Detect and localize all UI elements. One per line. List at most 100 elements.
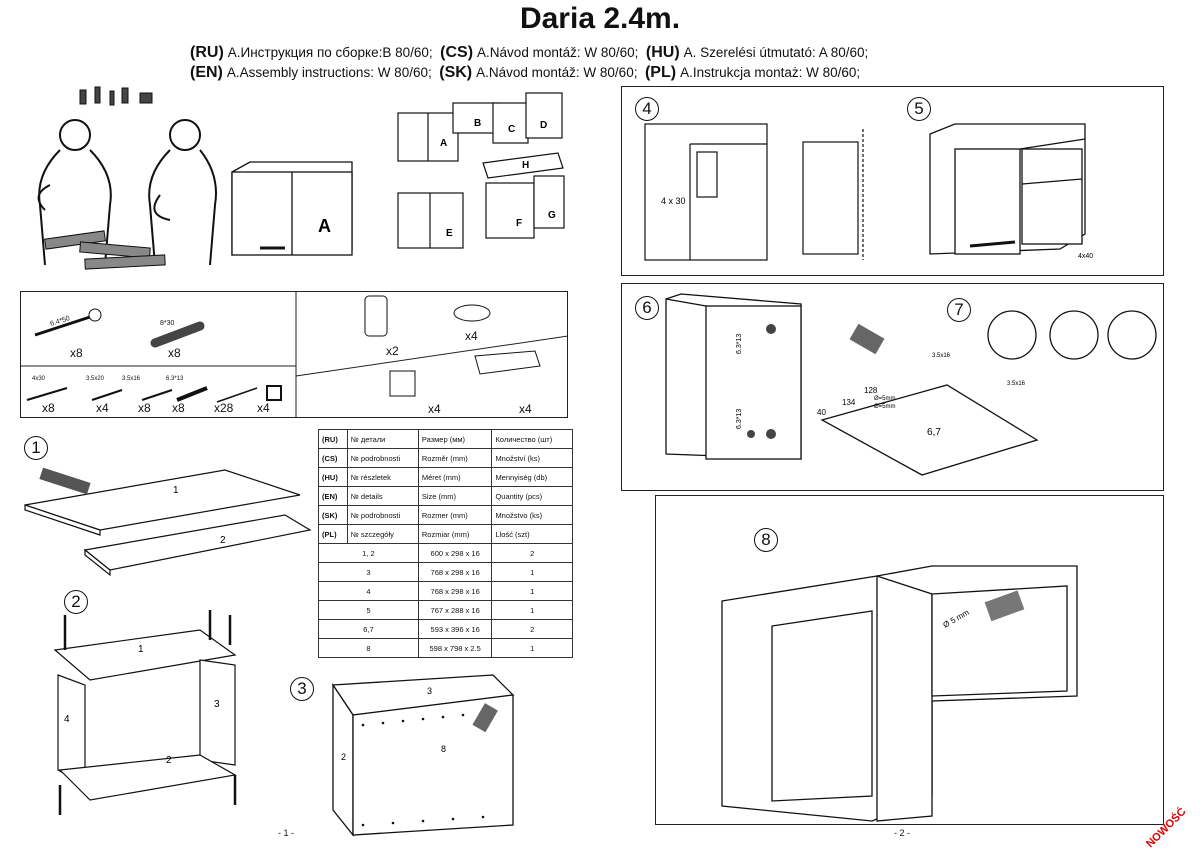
parts-table-header-cell: Méret (mm) bbox=[417, 467, 493, 487]
parts-table-cell: 3 bbox=[318, 562, 419, 582]
parts-table-cell: 8 bbox=[318, 638, 419, 658]
overview-label-d: D bbox=[540, 120, 547, 131]
hardware-qty: x8 bbox=[42, 401, 55, 415]
lang-text-sk: A.Návod montáž: W 80/60; bbox=[476, 65, 638, 80]
kitchen-set-overview: A B C D H E F G bbox=[397, 92, 565, 249]
parts-table-header-cell: Rozměr (mm) bbox=[417, 448, 493, 468]
step-3-illustration: 3 2 8 bbox=[331, 674, 515, 837]
overview-label-b: B bbox=[474, 118, 481, 129]
step-6-bottom-label: 6.3*13 bbox=[736, 409, 743, 429]
parts-table-cell: 6,7 bbox=[318, 619, 419, 639]
hardware-qty: x8 bbox=[168, 346, 181, 360]
step-4-5-box bbox=[621, 86, 1164, 276]
parts-table-header-cell: Rozmer (mm) bbox=[417, 505, 493, 525]
step-4-illustration: 4 x 30 bbox=[644, 123, 864, 261]
parts-table-header-cell: № podrobnosti bbox=[346, 448, 419, 468]
step-7-drill-1: Ø=5mm bbox=[874, 396, 896, 402]
step-8-box bbox=[655, 495, 1164, 825]
hardware-spec-label: 8*30 bbox=[160, 320, 175, 327]
overview-label-h: H bbox=[522, 160, 529, 171]
hardware-qty: x4 bbox=[465, 329, 478, 343]
hardware-qty: x2 bbox=[386, 344, 399, 358]
step-5-number: 5 bbox=[907, 97, 931, 121]
step-5-screw-label: 4x40 bbox=[1078, 253, 1093, 260]
parts-table-header-cell: № szczegóły bbox=[346, 524, 419, 544]
parts-table-header-cell: Количество (шт) bbox=[491, 429, 573, 449]
language-line-1: (RU)A.Инструкция по сборке:B 80/60; (CS)… bbox=[190, 44, 868, 62]
step-7-number: 7 bbox=[947, 298, 971, 322]
step-6-number: 6 bbox=[635, 296, 659, 320]
step-7-illustration: 134 128 40 Ø=5mm Ø=5mm 6,7 3.5x16 3.5x16 bbox=[817, 310, 1157, 476]
parts-table-cell: 1 bbox=[491, 600, 573, 620]
hardware-qty: x4 bbox=[257, 401, 270, 415]
parts-table-header-cell: (CS) bbox=[318, 448, 348, 468]
screw-icon bbox=[34, 308, 102, 337]
small-screws-row-icons bbox=[26, 385, 282, 403]
overview-label-c: C bbox=[508, 124, 515, 135]
parts-table-cell: 768 x 298 x 16 bbox=[417, 562, 493, 582]
parts-table-cell: 600 x 298 x 16 bbox=[417, 543, 493, 563]
parts-table-header-cell: № details bbox=[346, 486, 419, 506]
hardware-qty: x8 bbox=[172, 401, 185, 415]
step-2-panel-2: 2 bbox=[166, 755, 172, 766]
lang-code-cs: (CS) bbox=[440, 44, 474, 61]
parts-table-cell: 2 bbox=[491, 543, 573, 563]
step-3-panel-8: 8 bbox=[441, 744, 446, 754]
parts-table-header-cell: (EN) bbox=[318, 486, 348, 506]
parts-table-header-cell: Размер (мм) bbox=[417, 429, 493, 449]
step-3-panel-3: 3 bbox=[427, 686, 432, 696]
page-number-1: - 1 - bbox=[278, 828, 295, 838]
two-person-assembly-illustration bbox=[37, 86, 217, 270]
lang-code-en: (EN) bbox=[190, 64, 223, 81]
step-2-panel-4: 4 bbox=[64, 714, 70, 725]
page-number-2: - 2 - bbox=[894, 828, 911, 838]
overview-label-e: E bbox=[446, 228, 453, 239]
step-6-7-box bbox=[621, 283, 1164, 491]
parts-table-header-cell: (SK) bbox=[318, 505, 348, 525]
parts-table-header-cell: Množstvo (ks) bbox=[491, 505, 573, 525]
step-4-number: 4 bbox=[635, 97, 659, 121]
lang-code-pl: (PL) bbox=[644, 64, 677, 81]
step-1-panel-1: 1 bbox=[173, 485, 179, 496]
hardware-qty: x28 bbox=[214, 401, 234, 415]
parts-table-header-cell: Size (mm) bbox=[417, 486, 493, 506]
dowel-icon bbox=[150, 321, 205, 348]
step-1-panel-2: 2 bbox=[220, 535, 226, 546]
cabinet-a-illustration: A bbox=[231, 161, 353, 256]
step-7-dim-134: 134 bbox=[842, 398, 856, 407]
step-4-screw-label: 4 x 30 bbox=[661, 196, 686, 206]
lang-text-cs: A.Návod montáž: W 80/60; bbox=[477, 45, 639, 60]
parts-table-cell: 767 x 288 x 16 bbox=[417, 600, 493, 620]
hardware-qty: x4 bbox=[428, 402, 441, 416]
step-1-number: 1 bbox=[24, 436, 48, 460]
lang-text-ru: A.Инструкция по сборке:B 80/60; bbox=[227, 45, 433, 60]
parts-table-header-cell: Llość (szt) bbox=[491, 524, 573, 544]
step-2-panel-3: 3 bbox=[214, 699, 220, 710]
hardware-spec-label: 4x30 bbox=[32, 376, 46, 382]
lang-code-sk: (SK) bbox=[439, 64, 473, 81]
parts-table-cell: 1, 2 bbox=[318, 543, 419, 563]
parts-table-cell: 5 bbox=[318, 600, 419, 620]
parts-table-header-cell: Quantity (pcs) bbox=[491, 486, 573, 506]
parts-table-header-cell: (HU) bbox=[318, 467, 348, 487]
step-2-number: 2 bbox=[64, 590, 88, 614]
step-7-dim-128: 128 bbox=[864, 386, 878, 395]
step-2-panel-1: 1 bbox=[138, 644, 144, 655]
step-8-number: 8 bbox=[754, 528, 778, 552]
lang-code-ru: (RU) bbox=[190, 44, 224, 61]
step-1-illustration: 1 2 bbox=[24, 467, 312, 577]
step-7-screw-2: 3.5x16 bbox=[1007, 381, 1026, 387]
step-2-illustration: 1 2 3 4 bbox=[53, 610, 237, 815]
step-8-illustration: Ø 5 mm bbox=[721, 565, 1078, 822]
overview-label-g: G bbox=[548, 210, 556, 221]
overview-label-f: F bbox=[516, 218, 522, 229]
parts-table-header-cell: № részletek bbox=[346, 467, 419, 487]
